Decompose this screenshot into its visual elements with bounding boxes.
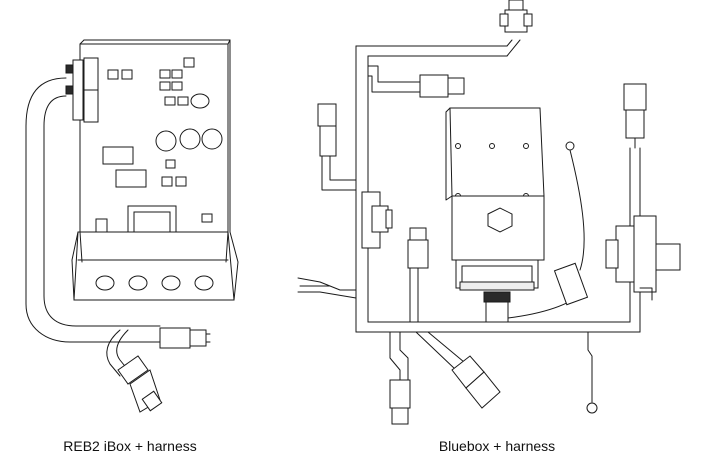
bluebox-center-connector: [407, 227, 429, 323]
reb2-ibox-illustration: [65, 39, 239, 301]
bluebox-bottom-branches: [389, 331, 598, 425]
bluebox-right-connectors: [605, 83, 681, 301]
bluebox-unit: [445, 107, 589, 323]
reb2-harness: [25, 77, 211, 413]
caption-reb2-ibox: REB2 iBox + harness: [63, 438, 197, 454]
caption-bluebox: Bluebox + harness: [438, 438, 556, 454]
